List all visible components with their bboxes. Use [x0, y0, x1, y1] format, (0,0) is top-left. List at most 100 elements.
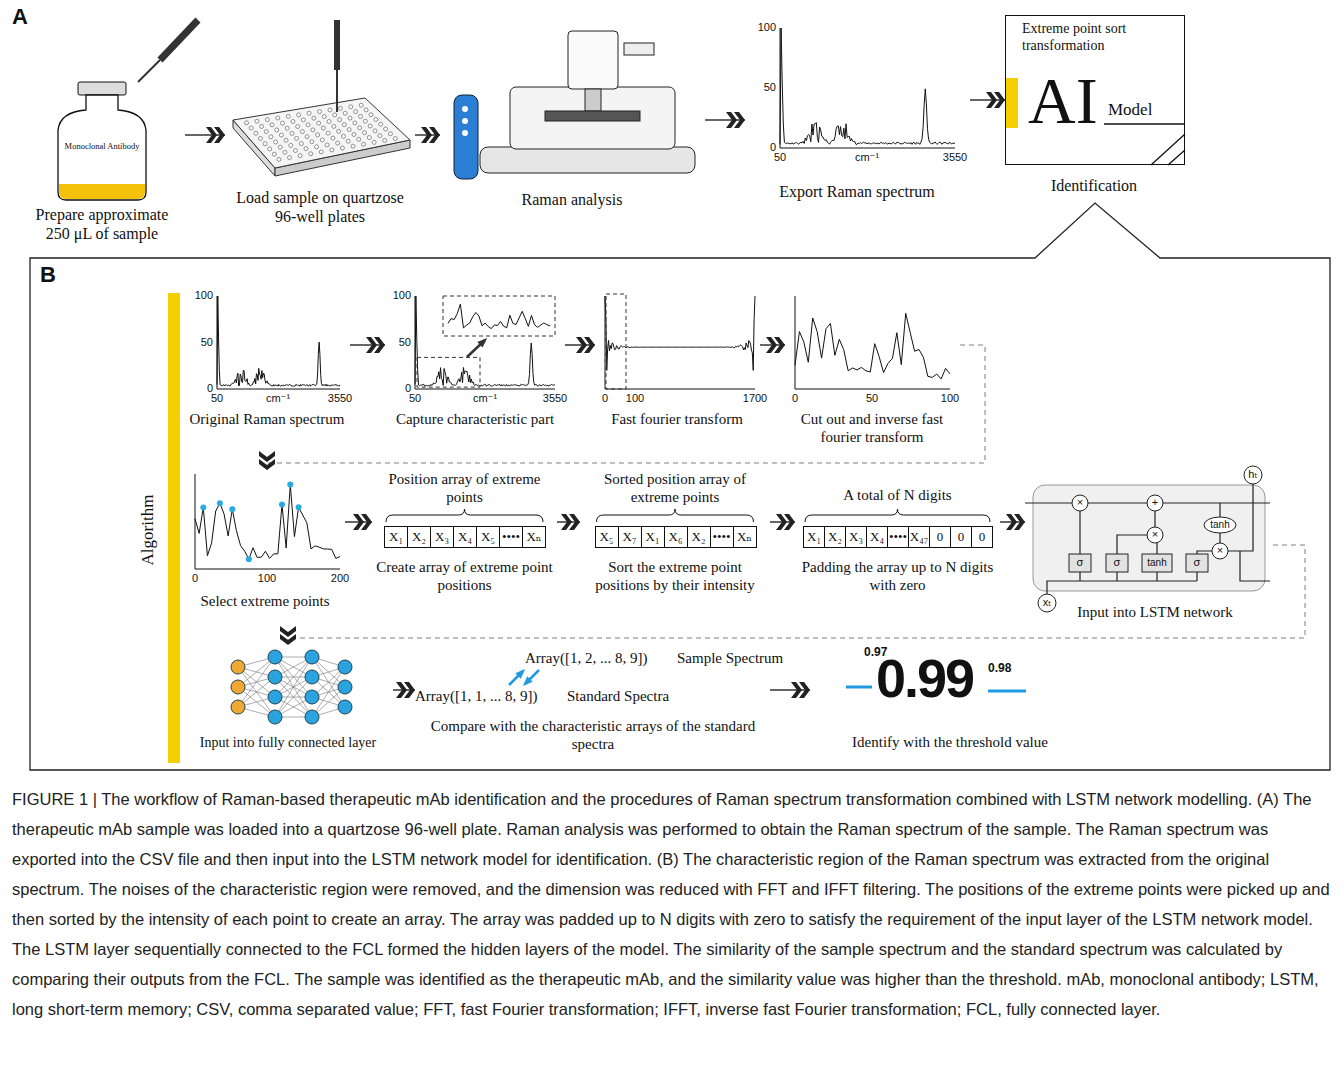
- well: [369, 113, 373, 117]
- step-caption: Original Raman spectrum: [185, 410, 350, 428]
- spectrum-line: [217, 296, 340, 386]
- well: [383, 138, 387, 142]
- lstm-symbol: tanh: [1210, 519, 1229, 531]
- well: [300, 130, 304, 134]
- zoom-line: [448, 304, 550, 328]
- extreme-step: 0100200Select extreme points: [185, 470, 345, 630]
- corner-line: [1168, 150, 1185, 165]
- ifft-step: 050100Cut out and inverse fast fourier t…: [785, 288, 960, 460]
- step-caption: Cut out and inverse fast fourier transfo…: [785, 410, 960, 446]
- flow-chevron: [288, 545, 1305, 645]
- well: [272, 152, 276, 156]
- lstm-gate: [1106, 554, 1128, 572]
- step-caption: Export Raman spectrum: [745, 182, 970, 201]
- well: [353, 121, 357, 125]
- well: [327, 119, 331, 123]
- well: [358, 114, 362, 118]
- array-step: Sorted position array of extreme pointsX…: [580, 470, 770, 628]
- pipette: [160, 20, 198, 60]
- axis-tick-label: 200: [331, 572, 349, 585]
- lstm-gate: [1142, 554, 1172, 572]
- flow-chevron: [393, 689, 415, 691]
- array-text: Array([1, 2, ... 8, 9]): [525, 649, 647, 667]
- well: [333, 113, 337, 117]
- array-cell: X₁: [641, 526, 665, 548]
- step-illustration: [385, 288, 565, 460]
- threshold-step: 0.970.990.98Identify with the threshold …: [810, 645, 1090, 763]
- lstm-gate: [1186, 554, 1208, 572]
- axis-tick-label: 50: [774, 151, 786, 164]
- well: [276, 116, 280, 120]
- well: [318, 110, 322, 114]
- lstm-symbol: +: [1152, 496, 1158, 509]
- panel-letter: B: [40, 262, 56, 288]
- step-caption: Capture characteristic part: [385, 410, 565, 428]
- pipette-tip: [138, 60, 160, 82]
- well: [297, 113, 301, 117]
- well: [265, 118, 269, 122]
- well: [316, 133, 320, 137]
- lstm-wire: [1228, 484, 1253, 551]
- well: [328, 108, 332, 112]
- plate-top: [233, 98, 410, 168]
- flow-chevron: [770, 689, 810, 691]
- well: [338, 118, 342, 122]
- neuron: [338, 700, 352, 714]
- well: [351, 144, 355, 148]
- axis-tick-label: 3550: [328, 392, 352, 405]
- lstm-step: ×+tanh××σσtanhσhₜxₜInput into LSTM netwo…: [1025, 463, 1273, 625]
- flow-chevron: [350, 344, 385, 346]
- ai-text: AI: [1028, 68, 1098, 134]
- well: [364, 108, 368, 112]
- well: [372, 140, 376, 144]
- lstm-cell: [1033, 485, 1265, 591]
- model-heading: Extreme point sort transformation: [1022, 21, 1172, 55]
- yellow-bar: [168, 293, 180, 763]
- neuron: [305, 650, 319, 664]
- axis-tick-label: 100: [258, 572, 276, 585]
- well: [284, 138, 288, 142]
- bottle-label: Monoclonal Antibody: [65, 141, 140, 151]
- flow-chevron: [345, 521, 372, 523]
- axis-tick-label: cm⁻¹: [266, 392, 290, 405]
- threshold-value: 0.98: [988, 661, 1011, 675]
- algorithm-panel: BAlgorithm10050050cm⁻¹3550Original Raman…: [30, 258, 1330, 770]
- pipette-tip: [336, 70, 338, 112]
- flow-chevron: [760, 344, 785, 346]
- stage: [545, 111, 640, 121]
- well: [311, 128, 315, 132]
- well: [320, 138, 324, 142]
- well: [291, 119, 295, 123]
- neuron: [268, 690, 282, 704]
- step-caption: Identify with the threshold value: [852, 733, 1048, 751]
- axis-tick-label: 100: [626, 392, 644, 405]
- spectrum-line: [780, 28, 955, 144]
- neuron: [231, 680, 245, 694]
- lstm-symbol: σ: [1114, 556, 1121, 569]
- spectrum-line: [415, 296, 555, 386]
- well: [349, 105, 353, 109]
- net-link: [275, 657, 312, 717]
- lstm-symbol: xₜ: [1043, 596, 1052, 609]
- instrument-base: [480, 147, 695, 173]
- underline: [1104, 123, 1185, 124]
- lstm-symbol: hₜ: [1248, 468, 1257, 481]
- well: [363, 119, 367, 123]
- arrow-head: [477, 338, 487, 348]
- lstm-op: [1204, 517, 1236, 533]
- array-cell: X₄: [453, 526, 477, 548]
- step-caption: Padding the array up to N digits with ze…: [795, 558, 1000, 594]
- axis-tick-label: 50: [211, 392, 223, 405]
- array-heading: Position array of extreme points: [372, 470, 557, 506]
- array-cell: ••••: [710, 526, 734, 548]
- well: [312, 116, 316, 120]
- well: [362, 142, 366, 146]
- well: [306, 123, 310, 127]
- well: [388, 132, 392, 136]
- well: [373, 129, 377, 133]
- well: [245, 121, 249, 125]
- flow-chevron: [565, 344, 595, 346]
- array-label: Standard Spectra: [567, 687, 669, 705]
- button: [462, 106, 468, 112]
- lstm-wire: [1116, 572, 1117, 581]
